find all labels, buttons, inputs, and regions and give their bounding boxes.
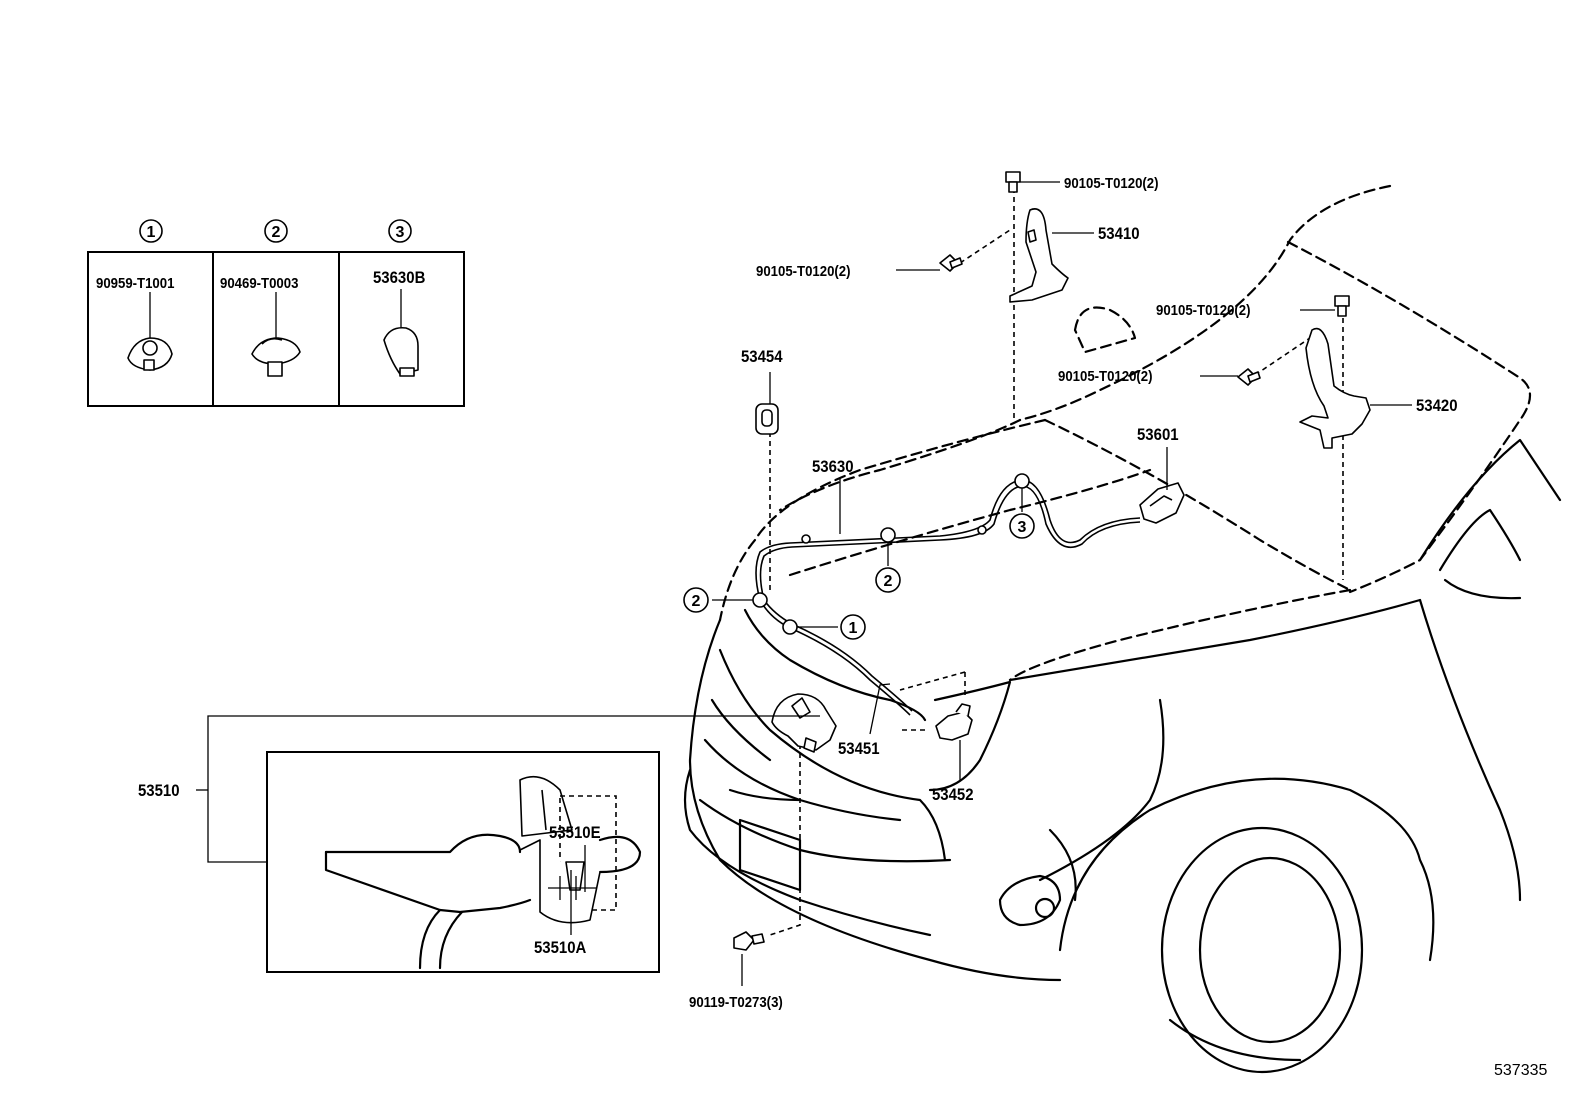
label-53510A: 53510A	[534, 939, 587, 957]
label-leaders	[196, 181, 1412, 986]
cable-clips	[752, 473, 1030, 635]
label-53420: 53420	[1416, 397, 1458, 415]
legend-part-3: 53630B	[373, 269, 425, 287]
callout-1: 1	[849, 620, 858, 637]
label-53601: 53601	[1137, 426, 1179, 444]
label-bolt-right-top: 90105-T0120(2)	[1156, 301, 1251, 318]
part-53601-icon	[1139, 482, 1185, 524]
part-53454-icon	[755, 403, 779, 435]
label-bolt-right-mid: 90105-T0120(2)	[1058, 367, 1153, 384]
part-53452-icon	[935, 703, 973, 741]
label-53630: 53630	[812, 458, 854, 476]
callout-2a: 2	[692, 593, 701, 610]
callout-2b: 2	[884, 573, 893, 590]
callout-circle-2	[683, 587, 709, 613]
label-bolt-bottom: 90119-T0273(3)	[689, 993, 783, 1010]
legend-part-1: 90959-T1001	[96, 274, 175, 291]
inset-frame	[266, 751, 660, 973]
legend-number-circle	[388, 219, 412, 243]
legend-number-circle	[139, 219, 163, 243]
clip-node	[752, 592, 768, 608]
legend-number-circle	[264, 219, 288, 243]
bolt-icon	[1005, 171, 1021, 193]
bolt-icon	[733, 931, 765, 951]
legend-part-2: 90469-T0003	[220, 274, 299, 291]
label-53454: 53454	[741, 348, 783, 366]
clamp-53630B-icon	[383, 289, 419, 377]
callout-3: 3	[1018, 519, 1027, 536]
clip-90469-icon	[251, 292, 301, 377]
label-bolt-top: 90105-T0120(2)	[1064, 174, 1159, 191]
bolt-icon	[1237, 368, 1261, 386]
hood-hinge-53420	[1299, 327, 1371, 449]
label-53510: 53510	[138, 782, 180, 800]
legend-table: 1 2 3 90959-T1001 90469-T0003 53630B	[87, 219, 465, 407]
bolt-icon	[939, 254, 963, 272]
callout-circle-3	[1009, 513, 1035, 539]
vehicle-outline	[683, 184, 1562, 1074]
label-53510E: 53510E	[549, 824, 601, 842]
leader-lines	[769, 188, 1344, 936]
part-labels: 90105-T0120(2) 53410 90105-T0120(2) 9010…	[138, 174, 1458, 1010]
hood-lock-detail-inset	[266, 751, 660, 973]
label-bolt-left-hinge: 90105-T0120(2)	[756, 262, 851, 279]
callout-circle-2	[875, 567, 901, 593]
callout-bubbles: 1 2 2 3	[683, 513, 1035, 640]
clip-node	[1014, 473, 1030, 489]
hood-lock-53510-icon	[771, 693, 837, 753]
label-53451: 53451	[838, 740, 880, 758]
release-cable-53630	[755, 479, 1141, 716]
label-53452: 53452	[932, 786, 974, 804]
hood-hinge-53410	[1009, 208, 1069, 303]
legend-number-1: 1	[147, 224, 156, 241]
bolt-icon	[1334, 295, 1350, 317]
label-53410: 53410	[1098, 225, 1140, 243]
clip-node	[880, 527, 896, 543]
legend-number-2: 2	[272, 224, 281, 241]
clip-90959-icon	[127, 292, 173, 371]
callout-circle-1	[840, 614, 866, 640]
legend-number-3: 3	[396, 224, 405, 241]
illustration-reference-number: 537335	[1494, 1062, 1547, 1079]
clip-node	[782, 619, 798, 635]
